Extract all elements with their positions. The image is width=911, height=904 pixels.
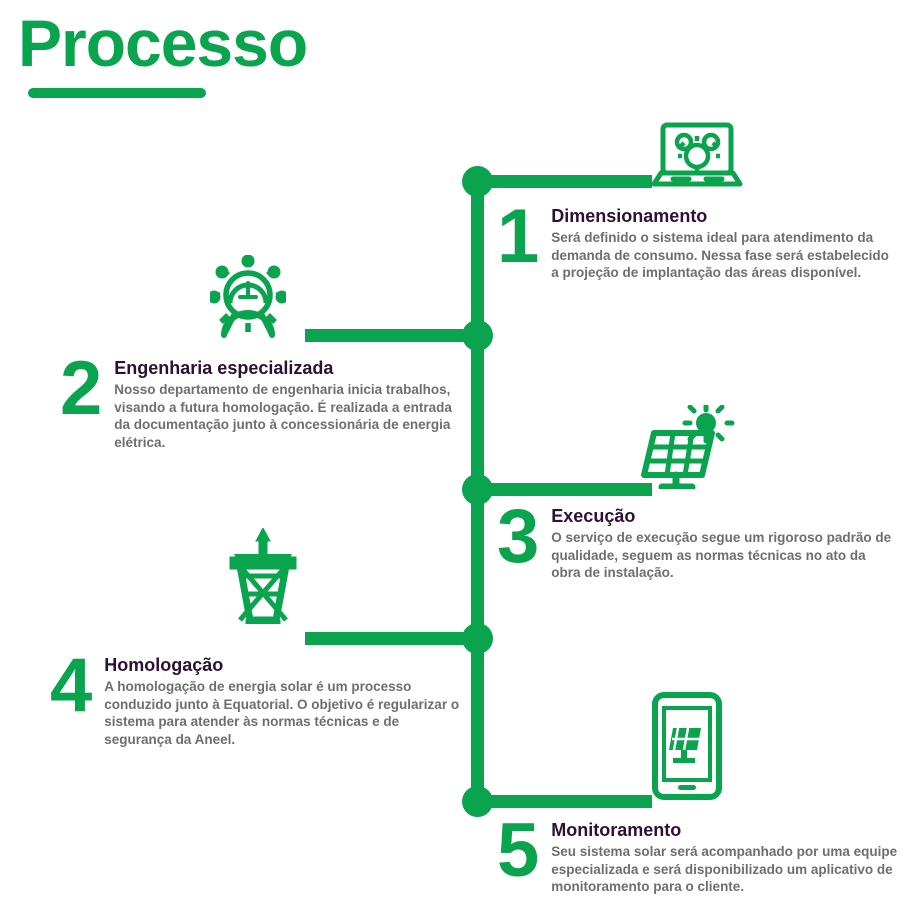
step-1-description: Será definido o sistema ideal para atend… (551, 229, 889, 281)
step-1-title: Dimensionamento (551, 206, 708, 226)
step-4-body: Homologação A homologação de energia sol… (104, 655, 460, 749)
step-5-number: 5 (497, 808, 540, 893)
step-2-number: 2 (60, 346, 103, 431)
page-title-block: Processo (18, 6, 308, 98)
step-3-title: Execução (551, 506, 636, 526)
step-2: 2 Engenharia especializada Nosso departa… (60, 346, 460, 452)
step-3-description: O serviço de execução segue um rigoroso … (551, 529, 892, 581)
timeline-node-1 (462, 166, 493, 197)
step-2-body: Engenharia especializada Nosso departame… (114, 358, 460, 452)
step-1-body: Dimensionamento Será definido o sistema … (551, 206, 897, 282)
smartphone-solar-panel-icon (651, 692, 723, 800)
step-3: 3 Execução O serviço de execução segue u… (497, 494, 897, 582)
step-1-number: 1 (497, 194, 540, 279)
step-4-description: A homologação de energia solar é um proc… (104, 678, 460, 748)
step-5-description: Seu sistema solar será acompanhado por u… (551, 843, 898, 895)
step-3-body: Execução O serviço de execução segue um … (551, 506, 897, 582)
solar-panel-sun-icon (640, 405, 736, 489)
step-5: 5 Monitoramento Seu sistema solar será a… (497, 808, 907, 896)
connector-branch-1 (480, 175, 652, 188)
step-4-number: 4 (50, 643, 93, 728)
engineering-helmet-gear-icon (210, 255, 286, 339)
connector-branch-4 (305, 632, 477, 645)
laptop-gear-icon (651, 120, 743, 194)
power-transmission-tower-icon (226, 528, 300, 624)
timeline-node-4 (462, 623, 493, 654)
step-1: 1 Dimensionamento Será definido o sistem… (497, 194, 897, 282)
step-2-description: Nosso departamento de engenharia inicia … (114, 381, 452, 451)
step-4-title: Homologação (104, 655, 224, 675)
timeline-node-2 (462, 320, 493, 351)
connector-branch-2 (305, 329, 477, 342)
step-2-title: Engenharia especializada (114, 358, 334, 378)
title-underline-rule (28, 88, 206, 98)
step-3-number: 3 (497, 494, 540, 579)
timeline-node-3 (462, 474, 493, 505)
connector-branch-5 (480, 795, 652, 808)
step-5-body: Monitoramento Seu sistema solar será aco… (551, 820, 907, 896)
step-4: 4 Homologação A homologação de energia s… (50, 643, 460, 749)
step-5-title: Monitoramento (551, 820, 682, 840)
page-title: Processo (18, 6, 308, 80)
timeline-node-5 (462, 786, 493, 817)
connector-branch-3 (480, 483, 652, 496)
